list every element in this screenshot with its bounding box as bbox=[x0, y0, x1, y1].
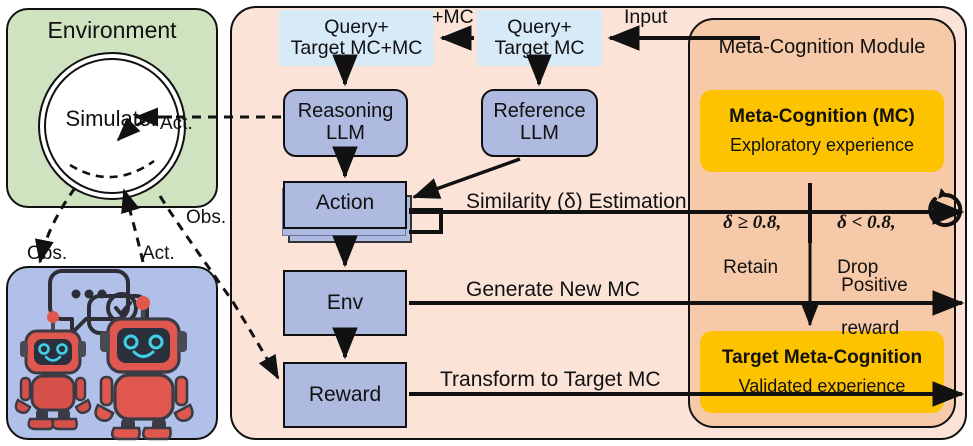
meta-cognition-mc-box: Meta-Cognition (MC) Exploratory experien… bbox=[700, 90, 944, 172]
action-box-label: Action bbox=[315, 190, 375, 214]
retain-condition-group: δ ≥ 0.8, Retain bbox=[702, 190, 802, 302]
qbox-left-line1: Query+ bbox=[324, 15, 389, 38]
action-box: Action bbox=[283, 181, 407, 229]
qbox-right-line2: Target MC bbox=[494, 37, 585, 59]
qbox-right-line1: Query+ bbox=[507, 15, 572, 38]
reference-llm-line2: LLM bbox=[520, 122, 559, 144]
retain-condition: δ ≥ 0.8, bbox=[723, 212, 782, 234]
agents-panel bbox=[6, 266, 218, 440]
drop-condition-group: δ < 0.8, Drop bbox=[816, 190, 912, 302]
target-meta-cognition-box: Target Meta-Cognition Validated experien… bbox=[700, 331, 944, 413]
environment-title: Environment bbox=[47, 16, 177, 43]
positive-reward-line2: reward bbox=[841, 317, 900, 339]
query-target-mc-plus-mc-box: Query+ Target MC+MC bbox=[279, 10, 434, 66]
target-box-title: Target Meta-Cognition bbox=[721, 347, 923, 369]
reasoning-llm-box: Reasoning LLM bbox=[283, 89, 408, 157]
generate-new-mc-label: Generate New MC bbox=[466, 278, 640, 301]
drop-condition: δ < 0.8, bbox=[837, 212, 896, 234]
meta-cognition-module-title: Meta-Cognition Module bbox=[718, 36, 926, 59]
reference-llm-line1: Reference bbox=[493, 100, 586, 123]
env-box: Env bbox=[283, 270, 407, 336]
transform-to-target-mc-label: Transform to Target MC bbox=[440, 368, 661, 391]
act-from-agents-label: Act. bbox=[142, 243, 175, 264]
target-box-subtitle: Validated experience bbox=[738, 376, 906, 397]
env-box-label: Env bbox=[326, 290, 364, 314]
query-target-mc-box: Query+ Target MC bbox=[477, 10, 602, 66]
reasoning-llm-line2: LLM bbox=[326, 122, 365, 144]
mc-box-subtitle: Exploratory experience bbox=[729, 135, 915, 156]
positive-reward-line1: Positive bbox=[841, 275, 908, 297]
qbox-left-line2: Target MC+MC bbox=[290, 37, 423, 59]
reasoning-llm-line1: Reasoning bbox=[297, 100, 394, 123]
positive-reward-label: Positive reward bbox=[820, 254, 908, 360]
act-to-simulator-label: Act. bbox=[160, 113, 193, 134]
reward-box: Reward bbox=[283, 362, 407, 428]
obs-to-agents-label: Obs. bbox=[27, 243, 68, 264]
retain-action: Retain bbox=[723, 257, 779, 279]
similarity-estimation-label: Similarity (δ) Estimation bbox=[466, 190, 687, 213]
reward-box-label: Reward bbox=[308, 382, 382, 406]
obs-from-simulator-label: Obs. bbox=[186, 207, 227, 228]
input-label: Input bbox=[624, 6, 668, 28]
reference-llm-box: Reference LLM bbox=[481, 89, 598, 157]
plus-mc-label: +MC bbox=[432, 6, 474, 28]
drop-action: Drop bbox=[837, 257, 879, 279]
mc-box-title: Meta-Cognition (MC) bbox=[729, 106, 915, 128]
